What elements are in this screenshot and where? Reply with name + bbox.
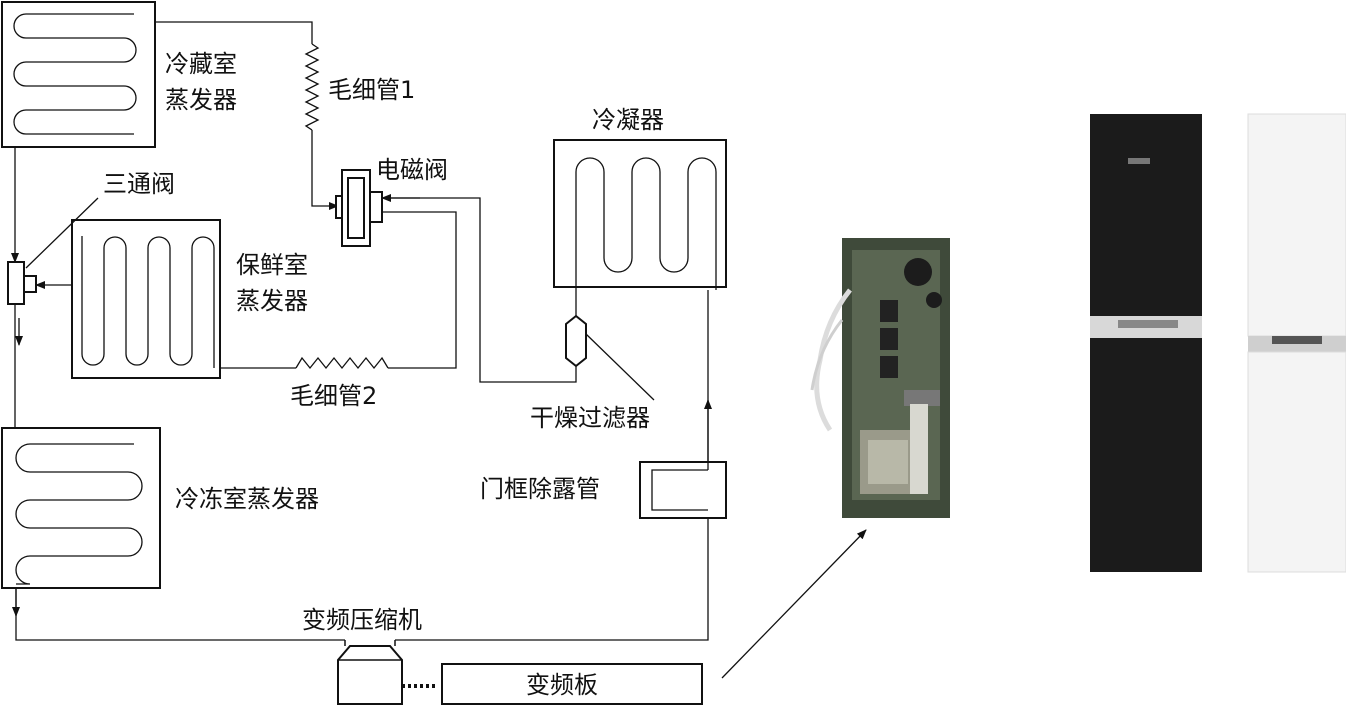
freezer-evaporator (1, 427, 161, 589)
refrigerant-pipes (11, 21, 712, 641)
fridge-evaporator (1, 1, 156, 148)
inverter-board-label: 变频板 (526, 671, 598, 699)
fridge-evaporator-label-line1: 冷藏室 (165, 50, 237, 78)
capillary2-label: 毛细管2 (290, 382, 377, 410)
fresh-evaporator (71, 219, 221, 379)
inverter-board-photo (810, 238, 950, 518)
solenoid-valve (335, 169, 383, 247)
fresh-evaporator-label-line2: 蒸发器 (236, 287, 308, 315)
inverter-board-arrow (721, 529, 867, 679)
solenoid-valve-label: 电磁阀 (376, 156, 448, 184)
compressor-label: 变频压缩机 (302, 606, 422, 634)
dryer-filter-leader (585, 333, 655, 401)
dryer-filter-label: 干燥过滤器 (530, 404, 650, 432)
three-way-valve-label: 三通阀 (103, 170, 175, 198)
capillary1-label: 毛细管1 (328, 76, 415, 104)
fresh-evaporator-label-line1: 保鲜室 (236, 251, 308, 279)
three-way-valve (7, 261, 37, 305)
compressor (337, 640, 403, 705)
refrigerator-photo-white (1247, 113, 1346, 573)
inverter-board-box (441, 663, 703, 705)
refrigerator-photo-dark (1090, 114, 1202, 572)
condenser-label: 冷凝器 (592, 106, 664, 134)
condenser (553, 139, 727, 290)
door-frame-pipe-label: 门框除露管 (480, 475, 600, 503)
three-way-valve-leader (25, 197, 99, 269)
dryer-filter (565, 314, 587, 368)
door-frame-pipe (639, 461, 727, 519)
fridge-evaporator-label-line2: 蒸发器 (165, 86, 237, 114)
freezer-evaporator-label: 冷冻室蒸发器 (175, 485, 319, 513)
